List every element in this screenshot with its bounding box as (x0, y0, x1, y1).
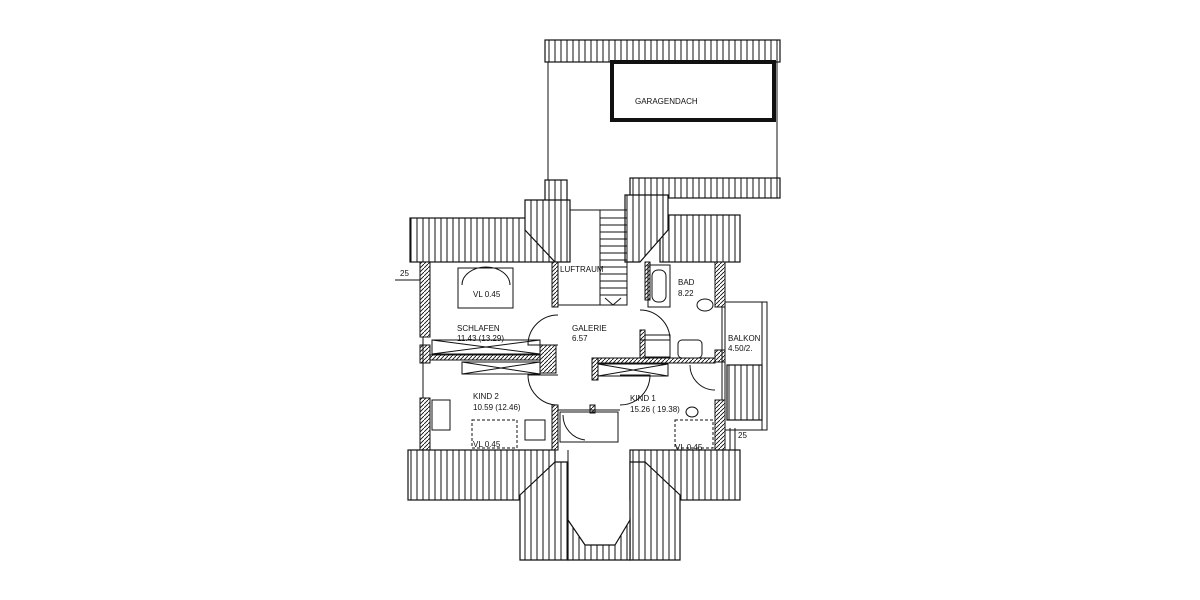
room-area-bad: 8.22 (678, 289, 694, 298)
doors (527, 309, 716, 441)
room-area-kind2: 10.59 (12.46) (473, 403, 521, 412)
interior-walls (429, 261, 716, 451)
room-name-galerie: GALERIE (572, 324, 607, 333)
window-note: VL 0.45 (675, 443, 703, 452)
room-area-balkon: 4.50/2. (728, 344, 752, 353)
room-name-balkon: BALKON (728, 334, 761, 343)
window-note: VL 0.45 (473, 440, 501, 449)
room-labels: GARAGENDACH LUFTRAUM BAD 8.22 SCHLAFEN 1… (457, 97, 761, 452)
room-name-garagendach: GARAGENDACH (635, 97, 698, 106)
room-area-schlafen: 11.43 (13.29) (457, 334, 504, 343)
room-name-bad: BAD (678, 278, 695, 287)
balcony (724, 301, 768, 431)
window-note: VL 0.45 (473, 290, 501, 299)
room-area-galerie: 6.57 (572, 334, 588, 343)
room-area-kind1: 15.26 ( 19.38) (630, 405, 680, 414)
dimension-label: 25 (400, 269, 409, 278)
garage-roof (544, 39, 781, 203)
room-name-schlafen: SCHLAFEN (457, 324, 500, 333)
room-name-luftraum: LUFTRAUM (560, 265, 604, 274)
upper-roof (409, 194, 741, 263)
room-name-kind1: KIND 1 (630, 394, 656, 403)
stairs (599, 209, 628, 306)
dimension-label: 25 (738, 431, 747, 440)
room-name-kind2: KIND 2 (473, 392, 499, 401)
fixtures (431, 264, 714, 449)
dimension-marks: 25 25 (395, 269, 747, 450)
lower-roof (407, 449, 741, 561)
